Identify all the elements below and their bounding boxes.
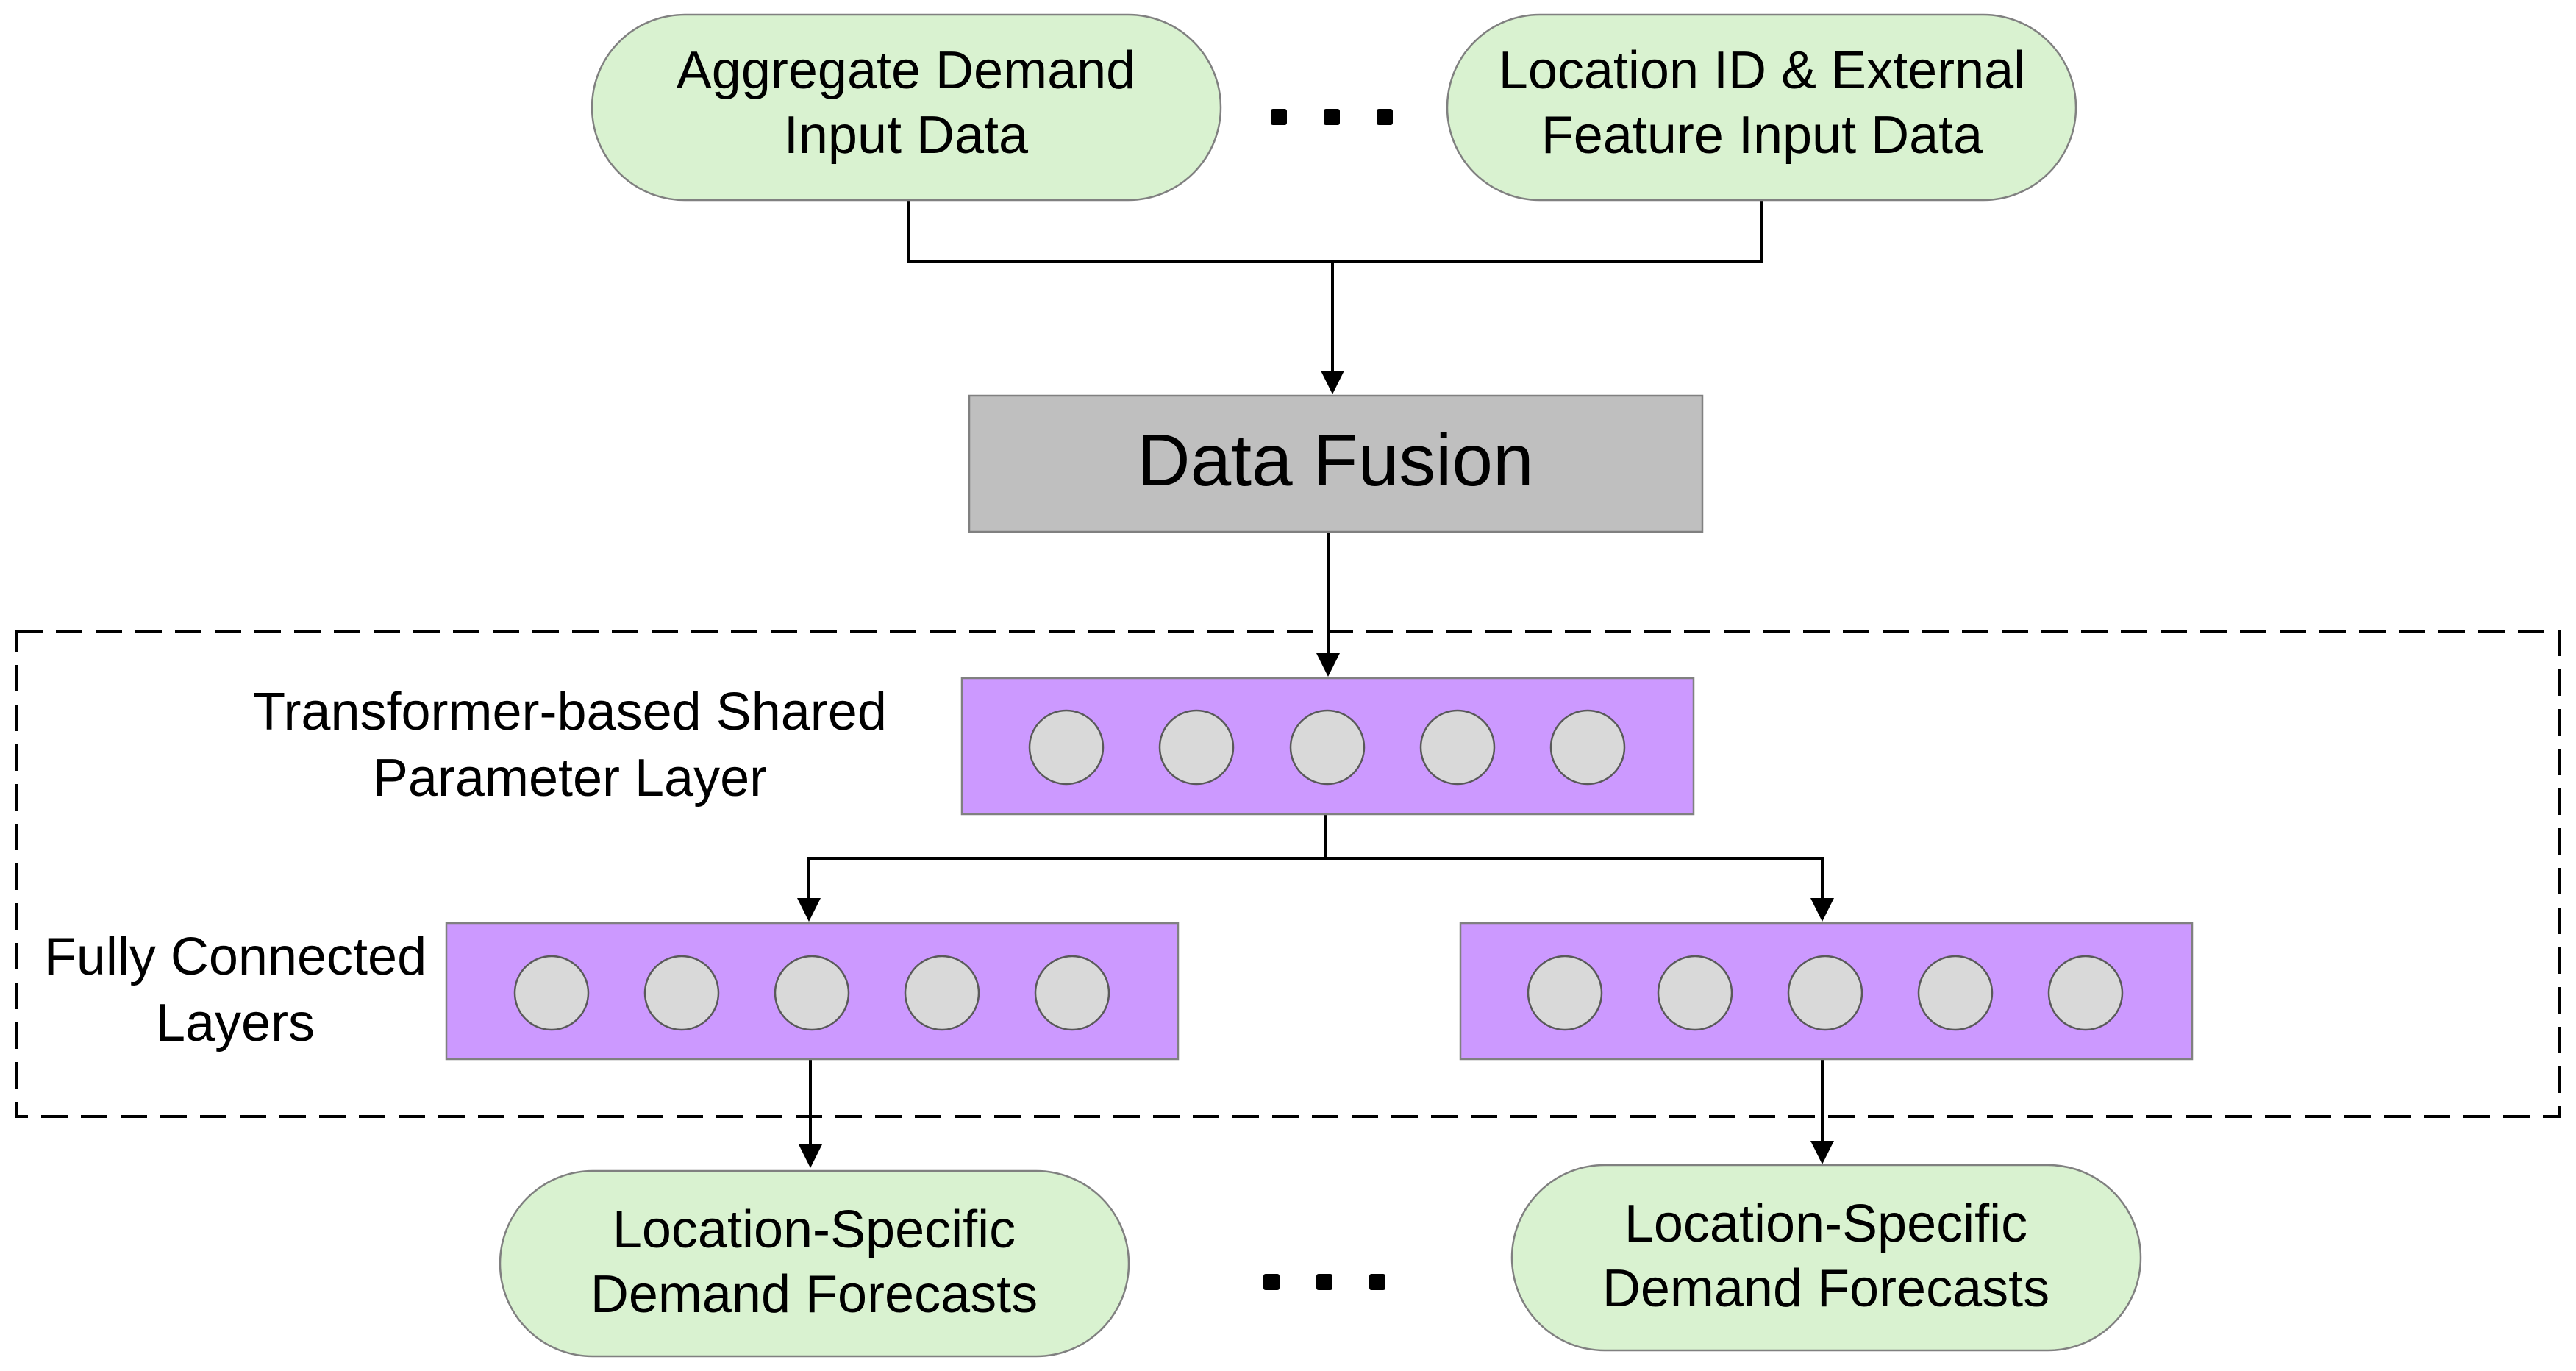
fc-label-line1: Fully Connected [44,927,427,986]
layer-node [1657,955,1733,1031]
layer-node [1787,955,1863,1031]
layer-node [904,955,980,1031]
shared-layer-label-line1: Transformer-based Shared [253,683,887,741]
input-right-line2: Feature Input Data [1541,106,1983,165]
layer-node [643,955,720,1031]
layer-node [1289,709,1366,786]
output-left-line2: Demand Forecasts [591,1265,1038,1324]
fc-layer-left [445,922,1180,1061]
split-connector-left [809,814,1327,860]
layer-node [2047,955,2124,1031]
ellipsis-inputs [1271,109,1393,125]
layer-node [774,955,850,1031]
layer-node [1419,709,1496,786]
shared-parameter-layer [960,677,1695,816]
layer-node [1549,709,1626,786]
output-right-line2: Demand Forecasts [1602,1259,2049,1318]
layer-node [1917,955,1994,1031]
output-node-right: Location-Specific Demand Forecasts [1510,1164,2142,1352]
input-node-aggregate-demand: Aggregate Demand Input Data [591,13,1222,202]
layer-node [1158,709,1235,786]
layer-node [1034,955,1110,1031]
input-merge-connector [907,200,1763,263]
data-fusion-box: Data Fusion [968,394,1704,533]
fc-layer-right [1459,922,2194,1061]
layer-node [513,955,590,1031]
model-dashed-boundary [15,630,2561,1118]
input-node-location-features: Location ID & External Feature Input Dat… [1446,13,2077,202]
data-fusion-label: Data Fusion [1137,419,1533,502]
fc-label-line2: Layers [156,994,315,1053]
ellipsis-outputs [1263,1274,1385,1290]
output-left-line1: Location-Specific [613,1200,1016,1259]
layer-node [1028,709,1105,786]
layer-node [1527,955,1603,1031]
input-left-line2: Input Data [784,106,1029,165]
shared-layer-label-line2: Parameter Layer [373,749,767,808]
output-node-left: Location-Specific Demand Forecasts [499,1169,1130,1358]
input-left-line1: Aggregate Demand [677,41,1135,100]
input-right-line1: Location ID & External [1499,41,2025,100]
output-right-line1: Location-Specific [1624,1194,2027,1253]
